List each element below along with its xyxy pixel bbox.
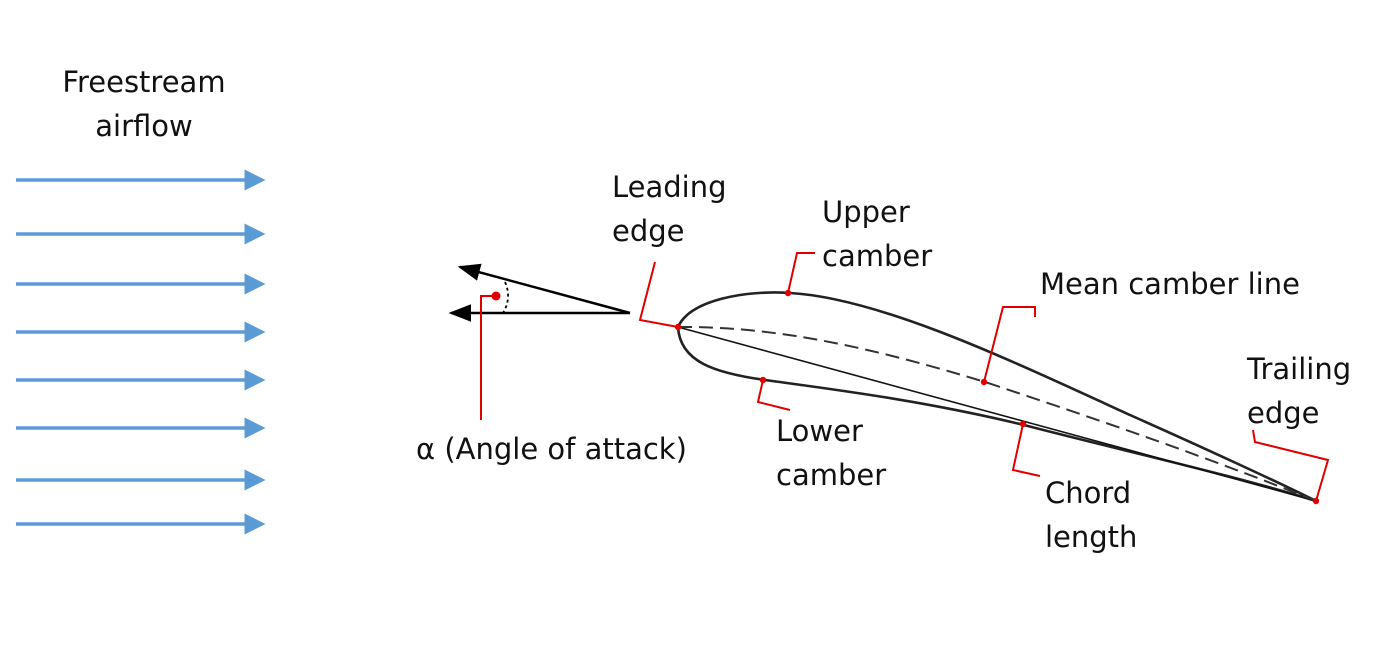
angle-of-attack-figure [448,263,631,420]
lower-camber-label: Lower camber [776,409,886,497]
chord-direction-arrow [457,263,631,315]
chord-length-label: Chord length [1045,471,1137,559]
mean-camber-text: Mean camber line [1040,267,1300,301]
leading-edge-dot [674,323,682,331]
trailing-edge-dot [1312,497,1320,505]
upper-camber-leader [787,252,815,294]
upper-camber-label: Upper camber [822,190,932,278]
lower-camber-line2: camber [776,458,887,492]
mean-camber-dot [980,378,988,386]
trailing-edge-leader [1252,429,1330,502]
leading-edge-leader [638,261,679,328]
chord-length-line2: length [1045,520,1138,554]
angle-arc [502,281,509,314]
lower-camber-leader [756,379,791,411]
angle-of-attack-label: α (Angle of attack) [416,427,687,471]
trailing-edge-line2: edge [1247,396,1320,430]
angle-leader-line [480,295,496,420]
freestream-label-line2: airflow [95,109,193,143]
upper-camber-line1: Upper [822,195,910,229]
annotation-leaders [638,252,1330,502]
mean-camber-label: Mean camber line [1040,262,1300,306]
freestream-arrows [16,169,266,535]
leading-edge-line1: Leading [612,170,727,204]
lower-camber-line1: Lower [776,414,863,448]
chord-length-line1: Chord [1045,476,1132,510]
airfoil [676,291,1317,503]
upper-camber-line2: camber [822,239,933,273]
freestream-label: Freestream airflow [58,60,230,148]
annotation-dots [674,289,1320,505]
angle-of-attack-text: α (Angle of attack) [416,432,687,466]
leading-edge-label: Leading edge [612,165,727,253]
chord-length-leader [1011,423,1041,477]
mean-camber-leader [983,306,1036,383]
upper-camber-dot [784,289,792,297]
airfoil-outline [676,291,1317,503]
freestream-label-line1: Freestream [62,65,226,99]
chord-length-dot [1019,420,1027,428]
leading-edge-line2: edge [612,214,685,248]
trailing-edge-line1: Trailing [1247,352,1352,386]
trailing-edge-label: Trailing edge [1247,347,1351,435]
lower-camber-dot [759,376,767,384]
chord-line [677,326,1317,502]
